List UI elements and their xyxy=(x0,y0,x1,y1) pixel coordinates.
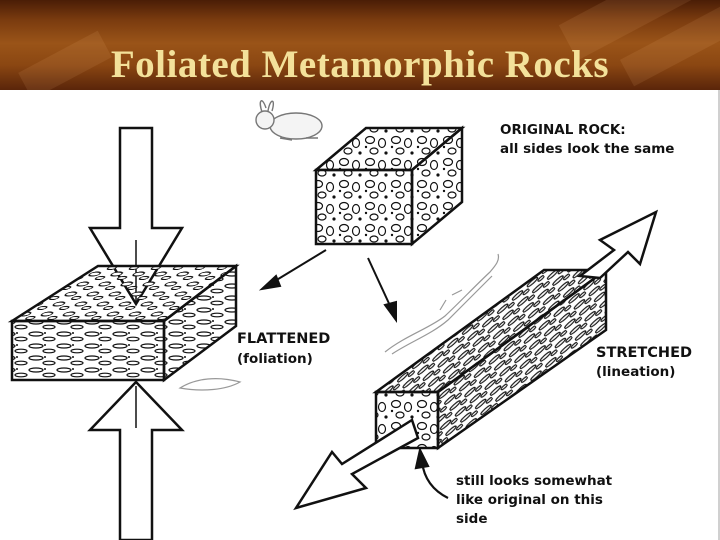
flattened-label: FLATTENED xyxy=(237,331,331,347)
arrow-to-flattened xyxy=(258,249,327,291)
slide-title: Foliated Metamorphic Rocks xyxy=(110,43,610,86)
stretch-arrow-up xyxy=(576,209,659,280)
original-rock-label: ORIGINAL ROCK: xyxy=(500,122,626,138)
note-line-2: like original on this xyxy=(456,492,603,508)
original-rock-cube xyxy=(312,125,466,247)
title-bar xyxy=(0,0,720,90)
original-rock-description: all sides look the same xyxy=(500,141,675,157)
stretch-arrow-down xyxy=(293,418,420,511)
stretched-animal-sketch xyxy=(178,253,500,391)
curved-pointer xyxy=(414,446,449,499)
note-line-3: side xyxy=(456,511,488,527)
rock-deformation-diagram xyxy=(7,100,659,540)
compression-arrow-bottom xyxy=(87,380,185,540)
foliation-label: (foliation) xyxy=(237,351,313,367)
lineation-label: (lineation) xyxy=(596,364,676,380)
stretched-label: STRETCHED xyxy=(596,345,693,361)
note-line-1: still looks somewhat xyxy=(456,473,613,489)
flattened-block xyxy=(7,263,240,383)
rabbit-sketch xyxy=(255,100,323,141)
arrow-to-stretched xyxy=(367,257,397,324)
